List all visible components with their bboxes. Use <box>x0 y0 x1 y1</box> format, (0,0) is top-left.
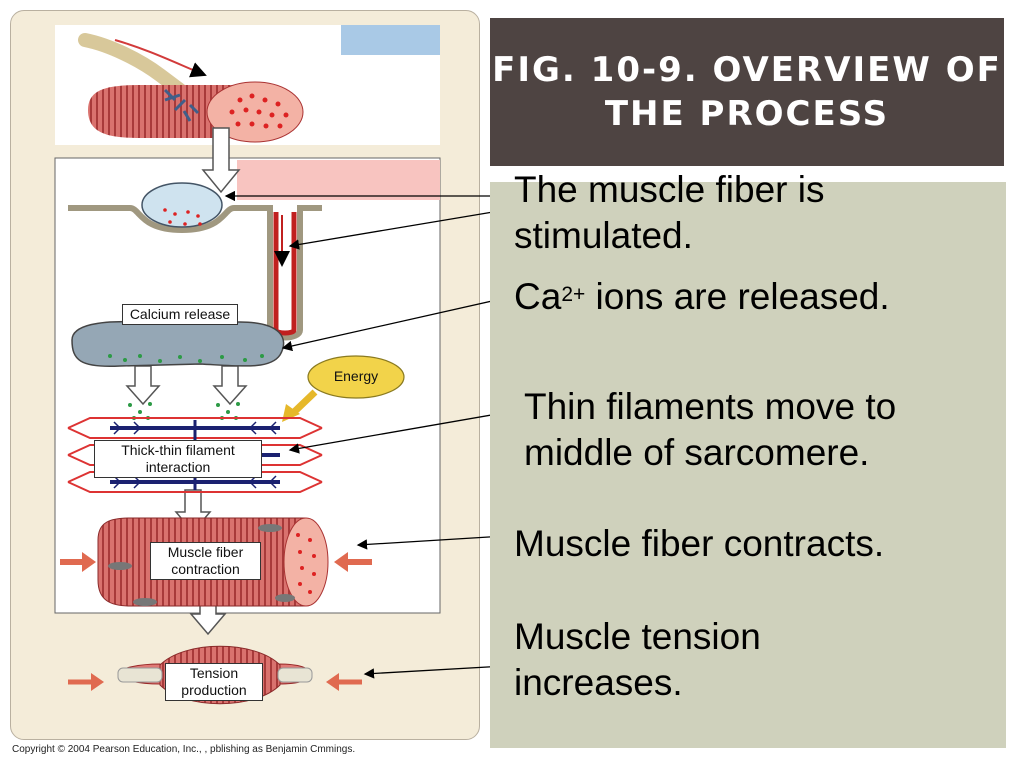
step-thin-filaments: Thin filaments move to middle of sarcome… <box>524 386 897 473</box>
right-compression-arrowhead <box>334 552 348 572</box>
tension-production-label: Tension production <box>165 663 263 701</box>
calcium-release-label: Calcium release <box>122 304 238 325</box>
calcium-symbol: Ca <box>514 276 562 317</box>
calcium-text: ions are released. <box>585 276 890 317</box>
energy-arrow <box>289 389 318 417</box>
step-calcium: Ca2+ ions are released. <box>514 274 984 320</box>
text-panel <box>490 182 1006 748</box>
title-box: FIG. 10-9. OVERVIEW OF THE PROCESS <box>490 18 1004 166</box>
tension-right-arrowhead <box>326 673 339 691</box>
nerve-axon <box>78 33 187 97</box>
sarcoplasmic-reticulum <box>71 320 285 368</box>
down-arrow-ca-left <box>125 365 161 406</box>
fiber-contraction-label: Muscle fiber contraction <box>150 542 261 580</box>
thick-thin-label: Thick-thin filament interaction <box>94 440 262 478</box>
copyright-notice: Copyright © 2004 Pearson Education, Inc.… <box>12 744 356 755</box>
slide-title: FIG. 10-9. OVERVIEW OF THE PROCESS <box>492 50 1002 134</box>
synaptic-vesicle <box>141 182 223 228</box>
pointer-fiber <box>356 535 506 550</box>
nerve-impulse-arrow <box>114 39 207 78</box>
left-compression-arrowhead <box>82 552 96 572</box>
pointer-filaments <box>288 409 521 454</box>
pointer-reticulum <box>281 296 511 352</box>
tension-left-arrowhead <box>91 673 104 691</box>
step-tension: Muscle tension increases. <box>514 616 761 703</box>
down-arrow-ca-right <box>212 365 248 406</box>
calcium-charge: 2+ <box>561 283 586 306</box>
down-arrow-1 <box>201 127 241 194</box>
energy-bubble <box>307 355 405 399</box>
step-stimulated: The muscle fiber is stimulated. <box>514 169 825 256</box>
energy-label: Energy <box>333 368 379 384</box>
pointer-t-tubule <box>288 209 506 250</box>
pointer-tension <box>363 665 506 679</box>
step-contracts: Muscle fiber contracts. <box>514 523 885 564</box>
neuromuscular-junction <box>163 88 200 122</box>
nerve-muscle-illustration <box>55 25 440 145</box>
pink-label-block <box>237 160 440 200</box>
top-blue-label-block <box>341 25 440 55</box>
